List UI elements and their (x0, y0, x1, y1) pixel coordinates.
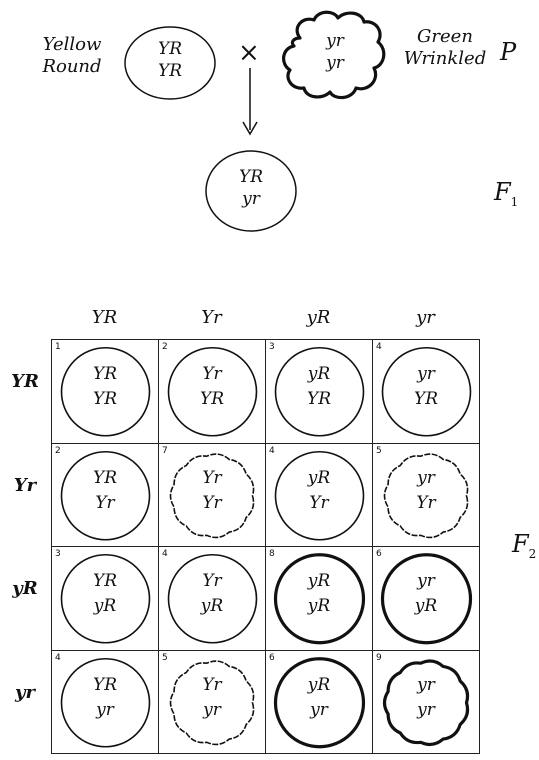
yellow-round-genotype: YR YR (122, 38, 218, 82)
cell-genotype: yRYr (266, 466, 372, 516)
column-header: yR (265, 307, 372, 328)
f2-generation-label: F2 (512, 530, 536, 561)
down-arrow-icon (238, 68, 262, 140)
row-header: YR (2, 371, 48, 392)
allele-top: YR (52, 362, 158, 387)
allele-bottom: YR (373, 387, 479, 412)
allele-bottom: Yr (266, 491, 372, 516)
allele-top: yr (373, 362, 479, 387)
allele-bottom: yR (159, 594, 265, 619)
column-header: Yr (158, 307, 265, 328)
allele-bottom: yR (52, 594, 158, 619)
green-wrinkled-genotype: yr yr (290, 30, 380, 74)
allele-bottom: Yr (52, 491, 158, 516)
genotype-line: YR (203, 166, 299, 188)
allele-top: yr (373, 673, 479, 698)
allele-top: yr (373, 569, 479, 594)
allele-bottom: Yr (159, 491, 265, 516)
genotype-line: yr (290, 30, 380, 52)
allele-top: Yr (159, 673, 265, 698)
allele-top: Yr (159, 466, 265, 491)
allele-bottom: YR (159, 387, 265, 412)
cell-genotype: yryR (373, 569, 479, 619)
allele-top: yR (266, 569, 372, 594)
allele-bottom: yR (266, 594, 372, 619)
green-label: Green (392, 26, 498, 48)
f1-genotype: YR yr (203, 166, 299, 210)
allele-bottom: YR (52, 387, 158, 412)
allele-bottom: yr (52, 698, 158, 723)
column-header: YR (51, 307, 158, 328)
genotype-line: yr (203, 188, 299, 210)
f2-subscript: 2 (529, 547, 537, 561)
allele-top: Yr (159, 569, 265, 594)
round-label: Round (30, 56, 114, 78)
allele-top: Yr (159, 362, 265, 387)
genotype-line: YR (122, 60, 218, 82)
f2-letter: F (512, 530, 529, 558)
punnett-cell: 5Yryr (158, 650, 266, 755)
allele-bottom: yR (373, 594, 479, 619)
row-header: yR (2, 578, 48, 599)
allele-bottom: yr (373, 698, 479, 723)
f1-generation-label: F1 (494, 178, 518, 209)
allele-top: yR (266, 466, 372, 491)
allele-top: yr (373, 466, 479, 491)
p-generation-label: P (500, 38, 516, 66)
genotype-line: YR (122, 38, 218, 60)
row-header: Yr (2, 475, 48, 496)
allele-bottom: yr (266, 698, 372, 723)
yellow-round-label: Yellow Round (30, 34, 114, 78)
f1-letter: F (494, 178, 511, 206)
punnett-cell: 6yryR (372, 546, 480, 651)
column-header: yr (372, 307, 479, 328)
allele-bottom: yr (159, 698, 265, 723)
allele-top: YR (52, 466, 158, 491)
punnett-cell: 4YryR (158, 546, 266, 651)
genotype-line: yr (290, 52, 380, 74)
green-wrinkled-label: Green Wrinkled (392, 26, 498, 70)
allele-top: yR (266, 362, 372, 387)
allele-top: YR (52, 569, 158, 594)
cell-genotype: Yryr (159, 673, 265, 723)
allele-bottom: YR (266, 387, 372, 412)
wrinkled-label: Wrinkled (392, 48, 498, 70)
f1-subscript: 1 (511, 195, 519, 209)
yellow-label: Yellow (30, 34, 114, 56)
allele-top: YR (52, 673, 158, 698)
cross-symbol: × (238, 38, 260, 68)
allele-top: yR (266, 673, 372, 698)
allele-bottom: Yr (373, 491, 479, 516)
row-header: yr (2, 682, 48, 703)
